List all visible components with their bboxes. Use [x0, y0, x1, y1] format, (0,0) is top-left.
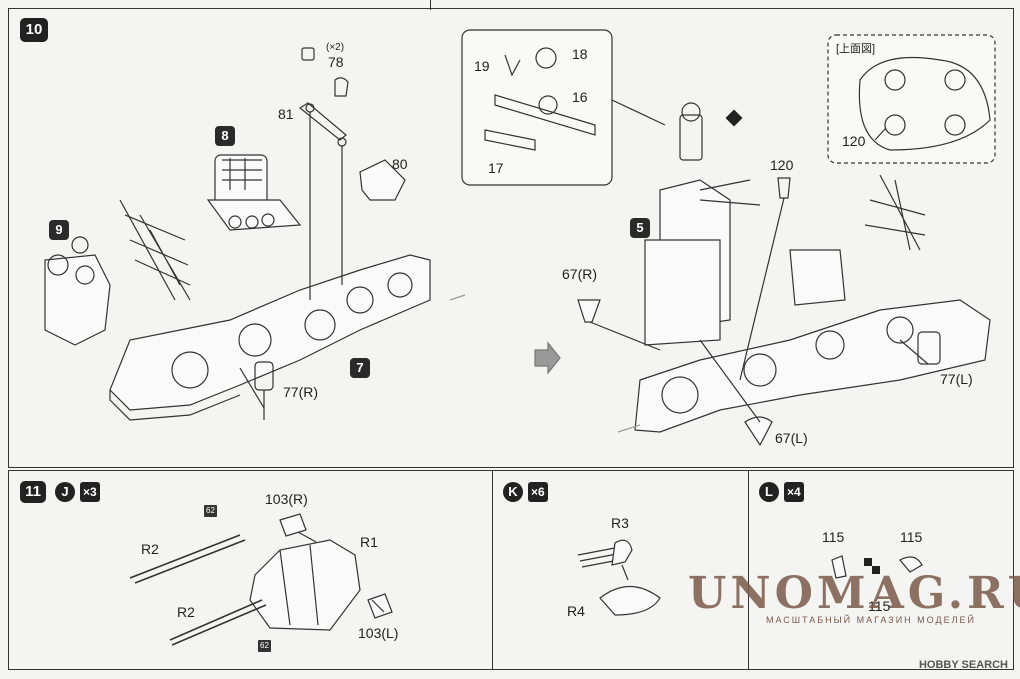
- hobby-search-logo: HOBBY SEARCH: [918, 659, 1008, 671]
- l-badge: L: [759, 482, 779, 502]
- l-divider: [748, 470, 749, 670]
- label-115-right: 115: [900, 529, 923, 545]
- step-11-panel: [8, 470, 1014, 670]
- label-80: 80: [392, 156, 408, 172]
- label-top-view: [上面図]: [836, 43, 876, 55]
- label-19: 19: [474, 58, 490, 74]
- label-120: 120: [770, 157, 794, 173]
- label-r3: R3: [611, 515, 629, 531]
- label-120-topview: 120: [842, 133, 866, 149]
- part-5-badge: 5: [630, 218, 650, 238]
- k-multiplier: ×6: [528, 482, 548, 502]
- tag-62-top: 62: [204, 505, 217, 517]
- label-x2: (×2): [326, 42, 345, 53]
- label-77r: 77(R): [283, 384, 319, 400]
- l-multiplier: ×4: [784, 482, 804, 502]
- label-103r: 103(R): [265, 491, 308, 507]
- tag-62-bottom: 62: [258, 640, 271, 652]
- label-115-mid: 115: [868, 598, 891, 614]
- label-67r: 67(R): [562, 266, 598, 282]
- step-10-panel: [8, 8, 1014, 468]
- j-multiplier: ×3: [80, 482, 100, 502]
- watermark-title: UNOMAG.RU: [688, 568, 1020, 619]
- part-9-badge: 9: [49, 220, 69, 240]
- step-10-badge: 10: [20, 18, 48, 42]
- label-17: 17: [488, 160, 504, 176]
- label-r2-bottom: R2: [177, 604, 195, 620]
- label-81: 81: [278, 106, 294, 122]
- label-r4: R4: [567, 603, 585, 619]
- label-115-left: 115: [822, 529, 845, 545]
- k-badge: K: [503, 482, 523, 502]
- label-18: 18: [572, 46, 588, 62]
- label-103l: 103(L): [358, 625, 399, 641]
- label-r2-top: R2: [141, 541, 159, 557]
- top-divider-left: [430, 0, 431, 10]
- part-8-badge: 8: [215, 126, 235, 146]
- label-78: 78: [328, 54, 344, 70]
- step-11-badge: 11: [20, 481, 46, 503]
- label-16: 16: [572, 89, 588, 105]
- label-r1: R1: [360, 534, 378, 550]
- k-divider: [492, 470, 493, 670]
- watermark-subtitle: МАСШТАБНЫЙ МАГАЗИН МОДЕЛЕЙ: [766, 615, 976, 625]
- label-67l: 67(L): [775, 430, 808, 446]
- part-7-badge: 7: [350, 358, 370, 378]
- j-badge: J: [55, 482, 75, 502]
- label-77l: 77(L): [940, 371, 973, 387]
